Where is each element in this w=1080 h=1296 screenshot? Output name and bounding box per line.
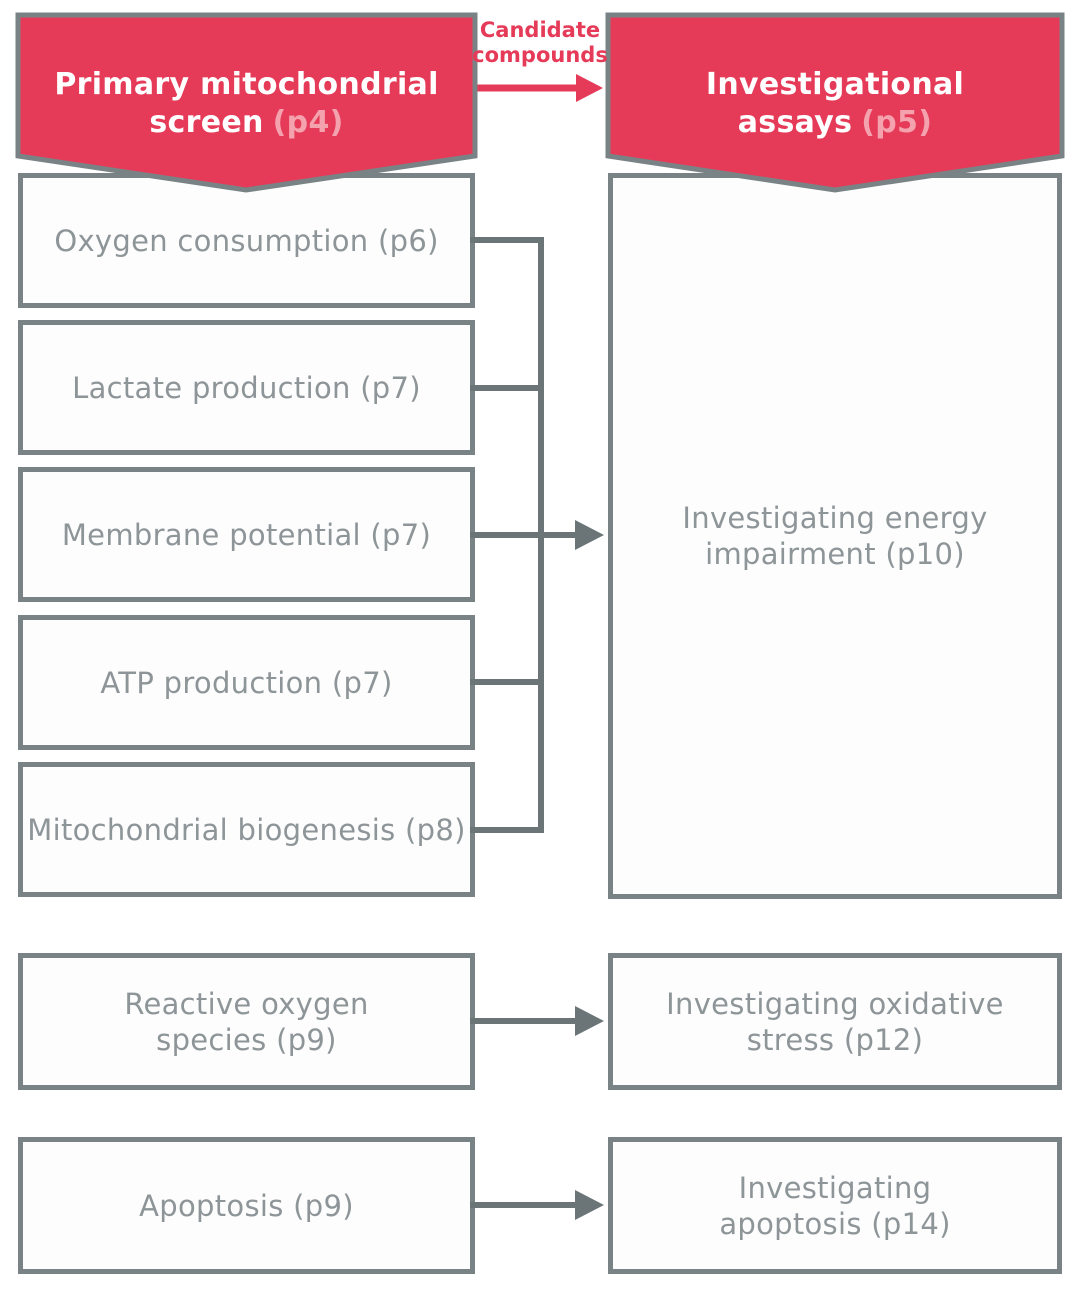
screen-box-label: Lactate production (p7): [72, 370, 421, 405]
right-banner-line2: assays(p5): [608, 104, 1062, 142]
left-banner-line1: Primary mitochondrial: [54, 67, 439, 102]
left-banner-line2: screen(p4): [18, 104, 475, 142]
left-banner-word: screen: [149, 105, 264, 140]
candidate-line2: compounds: [472, 43, 608, 67]
energy-arrowhead: [575, 520, 604, 550]
right-banner-title: Investigational assays(p5): [608, 66, 1062, 142]
screen-box-label: Oxygen consumption (p6): [54, 223, 439, 258]
right-banner-page-ref: (p5): [861, 105, 933, 140]
screen-box-membrane-potential: Membrane potential (p7): [18, 467, 475, 602]
screen-box-label: Membrane potential (p7): [61, 517, 432, 552]
candidate-compounds-label: Candidate compounds: [468, 18, 612, 68]
screen-box-oxygen-consumption: Oxygen consumption (p6): [18, 173, 475, 308]
screen-box-atp-production: ATP production (p7): [18, 615, 475, 750]
screen-box-label: Mitochondrial biogenesis (p8): [27, 812, 466, 847]
candidate-arrowhead: [576, 74, 603, 102]
right-banner-line1: Investigational: [705, 67, 965, 102]
screen-box-apoptosis: Apoptosis (p9): [18, 1137, 475, 1274]
screen-box-label: ATP production (p7): [100, 665, 393, 700]
left-banner-page-ref: (p4): [272, 105, 344, 140]
screen-box-mitochondrial-biogenesis: Mitochondrial biogenesis (p8): [18, 762, 475, 897]
candidate-line1: Candidate: [479, 18, 601, 42]
oxidative-arrowhead: [575, 1006, 604, 1036]
apoptosis-arrowhead: [575, 1190, 604, 1220]
screen-box-label: Apoptosis (p9): [139, 1188, 354, 1223]
screen-box-lactate-production: Lactate production (p7): [18, 320, 475, 455]
left-banner-title: Primary mitochondrial screen(p4): [18, 66, 475, 142]
right-banner-word: assays: [737, 105, 853, 140]
